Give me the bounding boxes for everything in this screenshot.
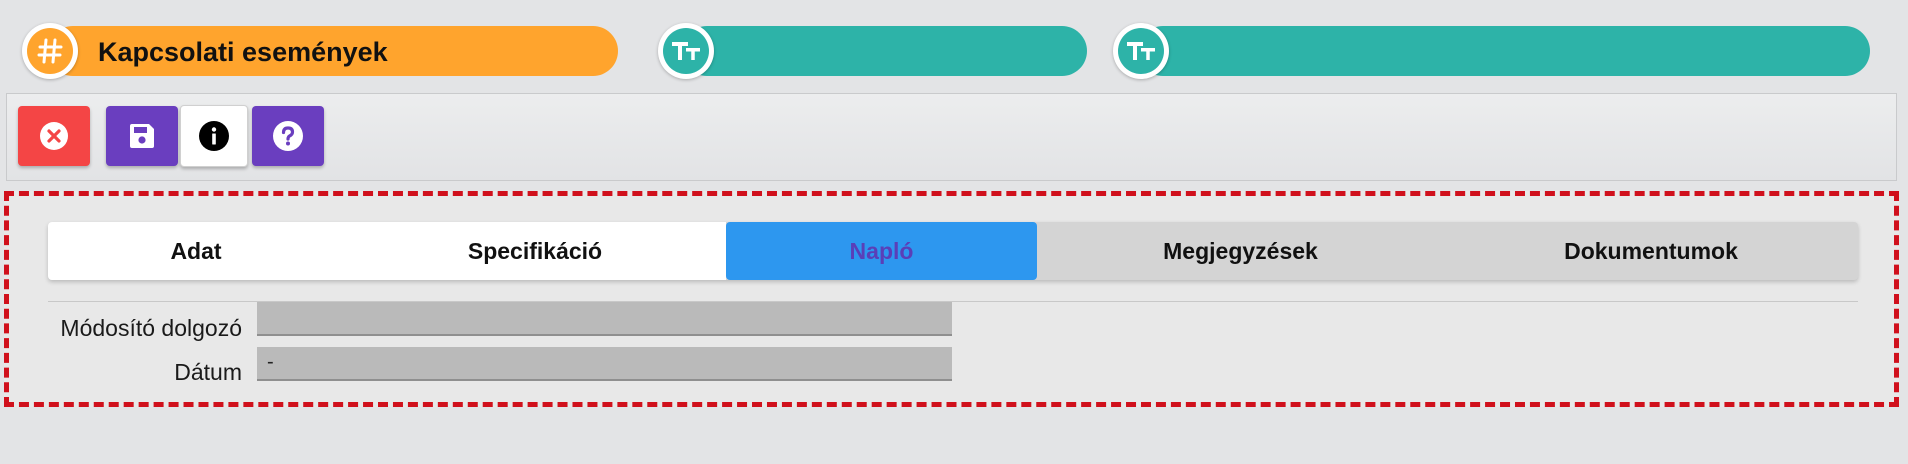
tab-specifikacio[interactable]: Specifikáció [344, 222, 726, 280]
tab-bar: Adat Specifikáció Napló Megjegyzések Dok… [48, 222, 1858, 280]
info-button[interactable] [180, 105, 248, 167]
tab-naplo[interactable]: Napló [726, 222, 1037, 280]
text-type-icon [1113, 23, 1169, 79]
info-icon [199, 121, 229, 151]
hash-icon [22, 23, 78, 79]
title-pill [48, 26, 618, 76]
save-icon [130, 124, 154, 148]
text-field-pill-wide[interactable] [1138, 26, 1870, 76]
tab-adat[interactable]: Adat [48, 222, 344, 280]
text-type-icon [658, 23, 714, 79]
date-label: Dátum [174, 359, 242, 385]
modifier-field[interactable] [257, 302, 952, 336]
help-icon [273, 121, 303, 151]
divider [48, 301, 1858, 302]
tab-megjegyzesek[interactable]: Megjegyzések [1163, 237, 1318, 264]
save-button[interactable] [106, 106, 178, 166]
close-button[interactable] [18, 106, 90, 166]
page-title: Kapcsolati események [98, 37, 388, 67]
close-icon [40, 122, 68, 150]
date-field[interactable]: - [257, 347, 952, 381]
modifier-label: Módosító dolgozó [60, 315, 242, 341]
text-field-pill[interactable] [682, 26, 1087, 76]
help-button[interactable] [252, 106, 324, 166]
tab-dokumentumok[interactable]: Dokumentumok [1564, 237, 1738, 264]
